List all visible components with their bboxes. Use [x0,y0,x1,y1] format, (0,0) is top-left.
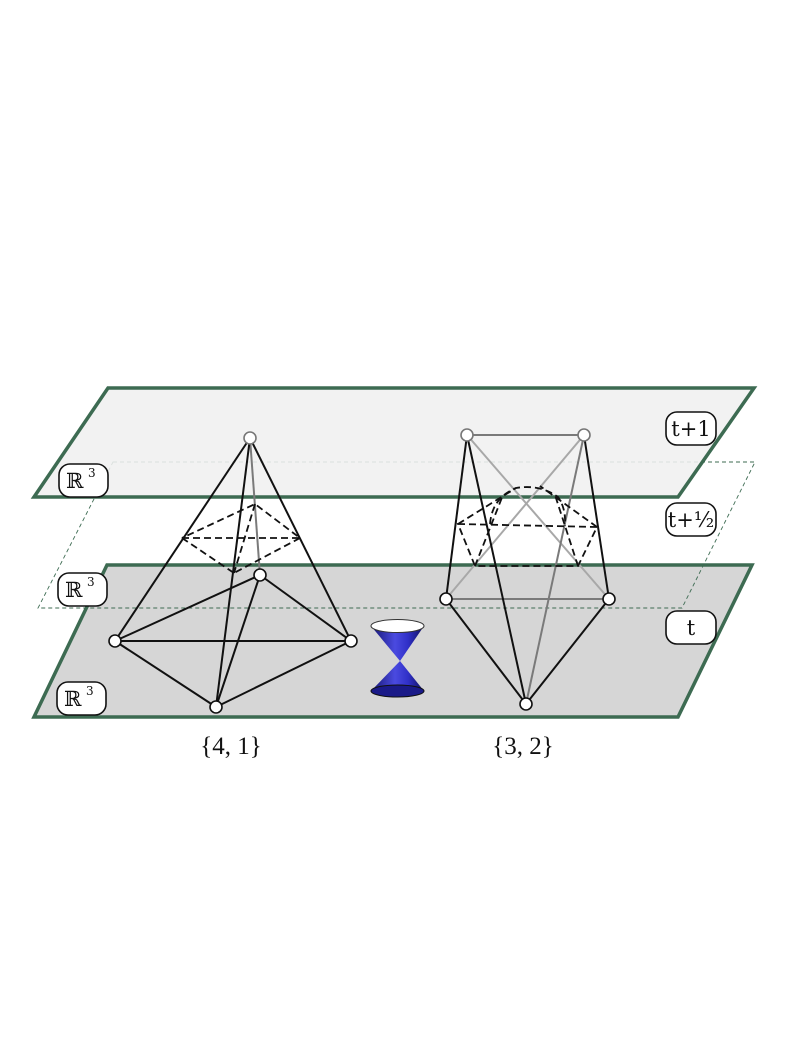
edge [445,434,468,600]
simplex-4-1 [108,431,358,714]
cross-section-edge [457,487,517,525]
svg-text:ℝ: ℝ [66,469,84,493]
vertex [602,592,616,606]
edge [249,437,352,642]
cross-section-edge [489,486,567,527]
edge [114,574,261,642]
cross-section-edge [539,485,598,528]
svg-text:t+1: t+1 [671,417,710,441]
cross-section-edges [181,502,303,539]
edge [215,574,261,708]
svg-text:3: 3 [87,575,95,589]
time-label-t-plus-1: t+1 [665,411,717,446]
simplex-3-2 [439,428,616,711]
edge [466,434,610,600]
edge [215,640,352,708]
svg-text:3: 3 [88,466,96,480]
top-plane [30,386,758,499]
cross-section-edge [233,537,301,574]
vertex [460,428,474,442]
space-label-middle: ℝ 3 [57,572,108,607]
vertex [253,568,267,582]
cross-section-edge [554,494,579,567]
vertex [209,700,223,714]
time-label-t-plus-half: t+½ [665,502,717,537]
svg-text:t: t [687,616,696,640]
hourglass-light-cone-icon [370,619,425,698]
svg-text:3: 3 [86,684,94,698]
vertex [577,428,591,442]
vertex [108,634,122,648]
edge [445,598,527,705]
space-label-top: ℝ 3 [58,463,109,498]
edge [114,640,217,708]
edge [445,434,585,600]
edge [525,434,585,705]
vertex [243,431,257,445]
edge [583,434,610,600]
caption-left: {4, 1} [200,733,262,760]
edge [259,574,352,642]
vertex [344,634,358,648]
svg-text:t+½: t+½ [668,508,714,532]
edge [466,434,527,705]
svg-text:ℝ: ℝ [64,687,82,711]
space-label-bottom: ℝ 3 [56,681,107,716]
vertex [439,592,453,606]
svg-text:ℝ: ℝ [65,578,83,602]
caption-right: {3, 2} [492,733,554,760]
time-label-t: t [665,610,717,645]
edge [525,598,610,705]
cross-section-edge [474,494,504,567]
edge [114,437,251,642]
cross-section-edge [233,503,256,574]
vertex [519,697,533,711]
